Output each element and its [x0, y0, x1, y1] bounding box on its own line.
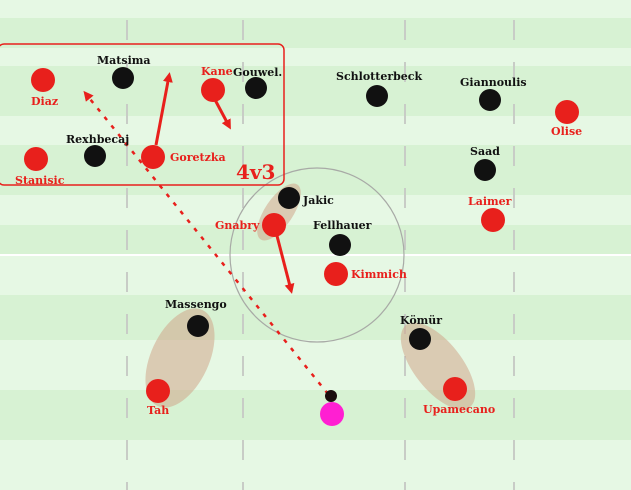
- player-marker: [146, 379, 170, 403]
- player-stanisic: Stanisic: [15, 147, 65, 187]
- ball-carrier-marker: [320, 402, 344, 426]
- overload-label: 4v3: [236, 160, 275, 184]
- player-marker: [278, 187, 300, 209]
- player-name: Saad: [470, 145, 500, 158]
- player-name: Olise: [551, 125, 582, 138]
- player-marker: [24, 147, 48, 171]
- player-name: Kane: [201, 65, 233, 78]
- player-kane: Kane: [201, 65, 233, 102]
- player-name: Goretzka: [170, 151, 226, 164]
- player-upamecano: Upamecano: [423, 377, 495, 416]
- player-name: Giannoulis: [460, 76, 527, 89]
- player-name: Diaz: [31, 95, 58, 108]
- player-name: Fellhauer: [313, 219, 372, 232]
- player-marker: [84, 145, 106, 167]
- player-marker: [262, 213, 286, 237]
- player-marker: [481, 208, 505, 232]
- player-name: Jakic: [302, 194, 334, 207]
- pass-arrow: [83, 90, 329, 395]
- player-marker: [324, 262, 348, 286]
- player-olise: Olise: [551, 100, 582, 138]
- player-name: Laimer: [468, 195, 512, 208]
- red-team: Diaz Kane Olise Stanisic Goretzka Laimer…: [15, 65, 582, 417]
- player-name: Kimmich: [351, 268, 407, 281]
- player-marker: [245, 77, 267, 99]
- player-goretzka: Goretzka: [141, 145, 226, 169]
- player-marker: [474, 159, 496, 181]
- center-circle: [229, 167, 405, 343]
- player-marker: [555, 100, 579, 124]
- player-laimer: Laimer: [468, 195, 512, 232]
- player-name: Rexhbecaj: [66, 133, 129, 146]
- player-marker: [187, 315, 209, 337]
- goretzka-run-arrow: [154, 72, 173, 146]
- player-fellhauer: Fellhauer: [313, 219, 372, 256]
- gnabry-run-arrow: [274, 231, 295, 294]
- player-marker: [366, 85, 388, 107]
- player-marker: [141, 145, 165, 169]
- player-marker: [479, 89, 501, 111]
- player-name: Schlotterbeck: [336, 70, 422, 83]
- player-marker: [409, 328, 431, 350]
- player-tah: Tah: [146, 379, 170, 417]
- player-gouwel: Gouwel.: [233, 66, 282, 99]
- player-kimmich: Kimmich: [324, 262, 407, 286]
- player-marker: [31, 68, 55, 92]
- player-rexhbecaj: Rexhbecaj: [66, 133, 129, 167]
- player-marker: [329, 234, 351, 256]
- overload-box: [0, 43, 285, 186]
- player-gnabry: Gnabry: [215, 213, 286, 237]
- player-saad: Saad: [470, 145, 500, 181]
- player-name: Tah: [147, 404, 169, 417]
- player-name: Matsima: [97, 54, 151, 67]
- player-massengo: Massengo: [165, 298, 227, 337]
- player-marker: [443, 377, 467, 401]
- player-name: Gouwel.: [233, 66, 282, 79]
- player-name: Kömür: [400, 314, 442, 327]
- player-jakic: Jakic: [278, 187, 334, 209]
- player-name: Massengo: [165, 298, 227, 311]
- zone-guide-lines: [126, 20, 515, 490]
- player-name: Upamecano: [423, 403, 495, 416]
- black-team: Matsima Gouwel. Schlotterbeck Giannoulis…: [66, 54, 527, 350]
- player-matsima: Matsima: [97, 54, 151, 89]
- player-schlotterbeck: Schlotterbeck: [336, 70, 422, 107]
- player-giannoulis: Giannoulis: [460, 76, 527, 111]
- player-name: Stanisic: [15, 174, 65, 187]
- player-marker: [112, 67, 134, 89]
- player-marker: [201, 78, 225, 102]
- ball: [325, 390, 337, 402]
- player-name: Gnabry: [215, 219, 260, 232]
- player-komur: Kömür: [400, 314, 442, 350]
- player-diaz: Diaz: [31, 68, 58, 108]
